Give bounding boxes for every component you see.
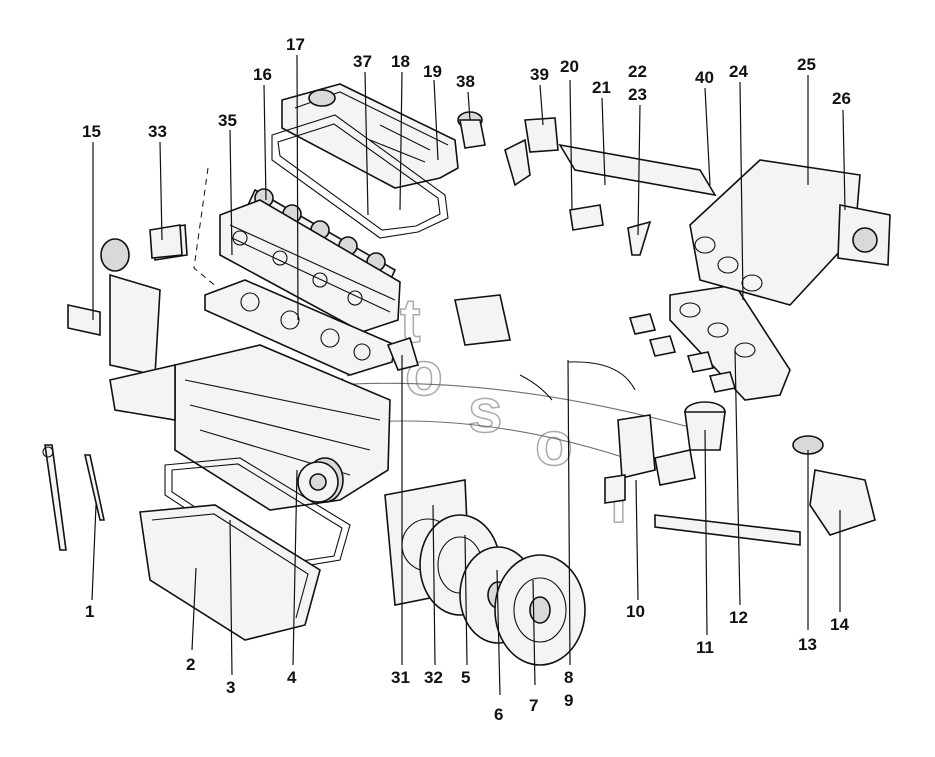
fuel-rail: [558, 143, 717, 256]
water-pump-assembly: [654, 435, 876, 546]
callout-7: 7: [529, 696, 538, 715]
callout-14: 14: [830, 615, 849, 634]
crank-pulley: [297, 461, 339, 503]
guide-line-head: [193, 167, 219, 289]
callout-10: 10: [626, 602, 645, 621]
callout-labels: 1 2 3 4 5 6 7 8 9 10 11 12 13 14 15 16 1…: [82, 35, 851, 724]
callout-31: 31: [391, 668, 410, 687]
engine-mount: [386, 294, 511, 371]
leader-lines: [91, 54, 846, 696]
callout-4: 4: [287, 668, 297, 687]
assembly-guide-lines: [193, 119, 426, 406]
callout-22: 22: [628, 62, 647, 81]
head-gasket: [204, 279, 396, 376]
intake-manifold: [689, 159, 891, 306]
valve-cover: [281, 83, 459, 189]
exhaust-manifold: [628, 284, 791, 401]
distributor: [604, 414, 696, 504]
callout-1: 1: [85, 602, 94, 621]
oil-pan: [139, 504, 321, 641]
callout-40: 40: [695, 68, 714, 87]
callout-16: 16: [253, 65, 272, 84]
callout-24: 24: [729, 62, 748, 81]
pressure-plate: [494, 554, 586, 666]
callout-38: 38: [456, 72, 475, 91]
watermark-letter-4: o: [535, 410, 573, 479]
callout-3: 3: [226, 678, 235, 697]
callout-35: 35: [218, 111, 237, 130]
callout-11: 11: [696, 638, 714, 657]
callout-23: 23: [628, 85, 647, 104]
breather-hose: [457, 111, 559, 187]
callout-19: 19: [423, 62, 442, 81]
bearing-cap: [149, 224, 183, 259]
callout-2: 2: [186, 655, 195, 674]
dipstick: [42, 444, 105, 551]
sensor-wire: [519, 361, 636, 401]
callout-20: 20: [560, 57, 579, 76]
callout-17: 17: [286, 35, 305, 54]
callout-15: 15: [82, 122, 101, 141]
callout-39: 39: [530, 65, 549, 84]
callout-8: 8: [564, 668, 573, 687]
callout-5: 5: [461, 668, 470, 687]
callout-12: 12: [729, 608, 748, 627]
callout-18: 18: [391, 52, 410, 71]
callout-37: 37: [353, 52, 372, 71]
callout-9: 9: [564, 691, 573, 710]
cylinder-head: [219, 199, 401, 333]
callout-13: 13: [798, 635, 817, 654]
callout-26: 26: [832, 89, 851, 108]
callout-25: 25: [797, 55, 816, 74]
callout-33: 33: [148, 122, 167, 141]
oil-pan-gasket: [164, 457, 351, 571]
watermark-letter-3: s: [468, 377, 502, 446]
callout-21: 21: [592, 78, 611, 97]
callout-6: 6: [494, 705, 503, 724]
callout-32: 32: [424, 668, 443, 687]
